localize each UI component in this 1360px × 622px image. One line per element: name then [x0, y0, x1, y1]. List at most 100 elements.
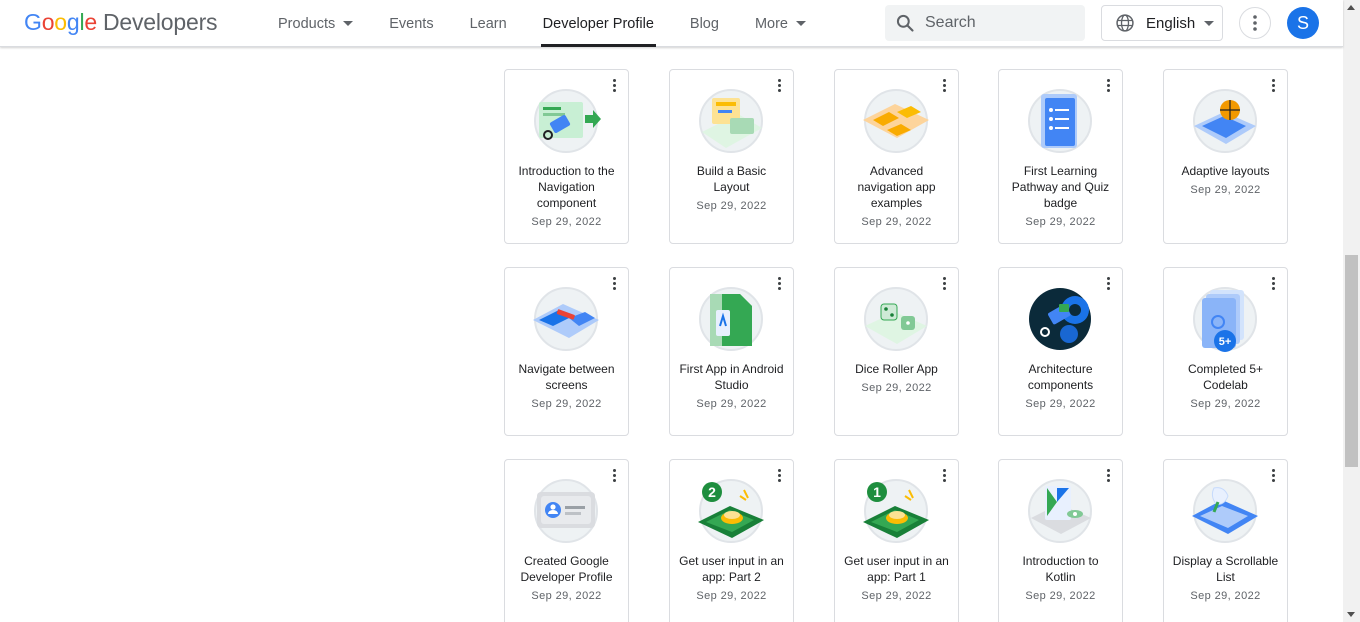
- more-options-button[interactable]: [1239, 7, 1271, 39]
- badge-menu-icon[interactable]: [1107, 277, 1111, 291]
- user-input-part2-badge-icon: 2: [694, 478, 768, 544]
- nav-label: Events: [389, 15, 434, 32]
- badge-title: Adaptive layouts: [1181, 164, 1270, 178]
- badge-menu-icon[interactable]: [778, 79, 782, 93]
- badge-menu-icon[interactable]: [1272, 79, 1276, 93]
- search-icon: [896, 14, 914, 32]
- language-select[interactable]: English: [1101, 5, 1223, 41]
- badge-menu-icon[interactable]: [943, 469, 947, 483]
- nav-products[interactable]: Products: [260, 0, 371, 47]
- scrollable-list-badge-icon: [1188, 478, 1262, 544]
- logo-letter: g: [66, 9, 80, 35]
- first-app-badge-icon: [694, 286, 768, 352]
- nav-label: Developer Profile: [542, 15, 654, 32]
- badge-title: Build a Basic Layout: [696, 164, 767, 194]
- chevron-down-icon: [795, 21, 806, 26]
- page-scrollbar[interactable]: [1343, 0, 1360, 622]
- search-box[interactable]: [885, 5, 1085, 41]
- logo-letter: G: [24, 9, 42, 35]
- chevron-down-icon: [343, 21, 354, 26]
- badge-menu-icon[interactable]: [613, 79, 617, 93]
- architecture-components-badge-icon: [1023, 286, 1097, 352]
- nav-developer-profile[interactable]: Developer Profile: [525, 0, 672, 47]
- nav-learn[interactable]: Learn: [452, 0, 525, 47]
- badge-title: Architecture components: [1027, 362, 1094, 392]
- kotlin-badge-icon: [1023, 478, 1097, 544]
- nav-more[interactable]: More: [737, 0, 824, 47]
- badge-menu-icon[interactable]: [943, 277, 947, 291]
- nav-label: Products: [278, 15, 336, 32]
- badge-date: Sep 29, 2022: [1190, 184, 1261, 196]
- nav-blog[interactable]: Blog: [672, 0, 737, 47]
- nav-label: Learn: [469, 15, 507, 32]
- badge-title: First App in Android Studio: [679, 362, 784, 392]
- badge-card[interactable]: Introduction to the Navigation component…: [504, 69, 629, 244]
- scroll-up-arrow-icon[interactable]: [1347, 5, 1355, 10]
- badge-title: Introduction to Kotlin: [1022, 554, 1099, 584]
- badge-date: Sep 29, 2022: [1190, 590, 1261, 602]
- badge-title: Dice Roller App: [855, 362, 938, 376]
- badge-date: Sep 29, 2022: [861, 382, 932, 394]
- badge-date: Sep 29, 2022: [531, 590, 602, 602]
- nav-label: More: [754, 15, 788, 32]
- badge-menu-icon[interactable]: [613, 277, 617, 291]
- navigation-component-badge-icon: [529, 88, 603, 154]
- badge-title: Completed 5+ Codelab: [1187, 362, 1264, 392]
- avatar-initial: S: [1296, 12, 1309, 33]
- scroll-down-arrow-icon[interactable]: [1347, 612, 1355, 617]
- nav-label: Blog: [689, 15, 719, 32]
- logo-letter: o: [54, 9, 67, 35]
- badge-date: Sep 29, 2022: [531, 398, 602, 410]
- scrollbar-thumb[interactable]: [1345, 255, 1358, 467]
- svg-text:2: 2: [708, 484, 716, 500]
- navigate-screens-badge-icon: [529, 286, 603, 352]
- badge-date: Sep 29, 2022: [861, 590, 932, 602]
- badge-title: Created Google Developer Profile: [520, 554, 613, 584]
- advanced-navigation-badge-icon: [859, 88, 933, 154]
- logo-letter: l: [79, 9, 85, 35]
- language-label: English: [1146, 14, 1196, 32]
- badge-menu-icon[interactable]: [1107, 469, 1111, 483]
- badge-menu-icon[interactable]: [778, 277, 782, 291]
- badge-menu-icon[interactable]: [943, 79, 947, 93]
- badge-title: Navigate between screens: [518, 362, 615, 392]
- adaptive-layouts-badge-icon: [1188, 88, 1262, 154]
- badge-menu-icon[interactable]: [1107, 79, 1111, 93]
- nav-events[interactable]: Events: [371, 0, 451, 47]
- learning-pathway-badge-icon: [1023, 88, 1097, 154]
- logo-product-name: Developers: [103, 9, 218, 35]
- search-input[interactable]: [925, 14, 1075, 32]
- badge-date: Sep 29, 2022: [861, 216, 932, 228]
- globe-icon: [1116, 14, 1134, 32]
- account-avatar[interactable]: S: [1287, 7, 1319, 39]
- badge-title: Display a Scrollable List: [1172, 554, 1279, 584]
- badge-menu-icon[interactable]: [1272, 469, 1276, 483]
- basic-layout-badge-icon: [694, 88, 768, 154]
- badge-title: Introduction to the Navigation component: [518, 164, 615, 210]
- svg-text:5+: 5+: [1219, 336, 1232, 348]
- chevron-down-icon: [1204, 20, 1215, 26]
- badge-date: Sep 29, 2022: [696, 200, 767, 212]
- badge-title: Advanced navigation app examples: [857, 164, 936, 210]
- more-vert-icon: [1253, 15, 1257, 31]
- badge-menu-icon[interactable]: [778, 469, 782, 483]
- badge-date: Sep 29, 2022: [696, 590, 767, 602]
- badge-menu-icon[interactable]: [1272, 277, 1276, 291]
- badge-menu-icon[interactable]: [613, 469, 617, 483]
